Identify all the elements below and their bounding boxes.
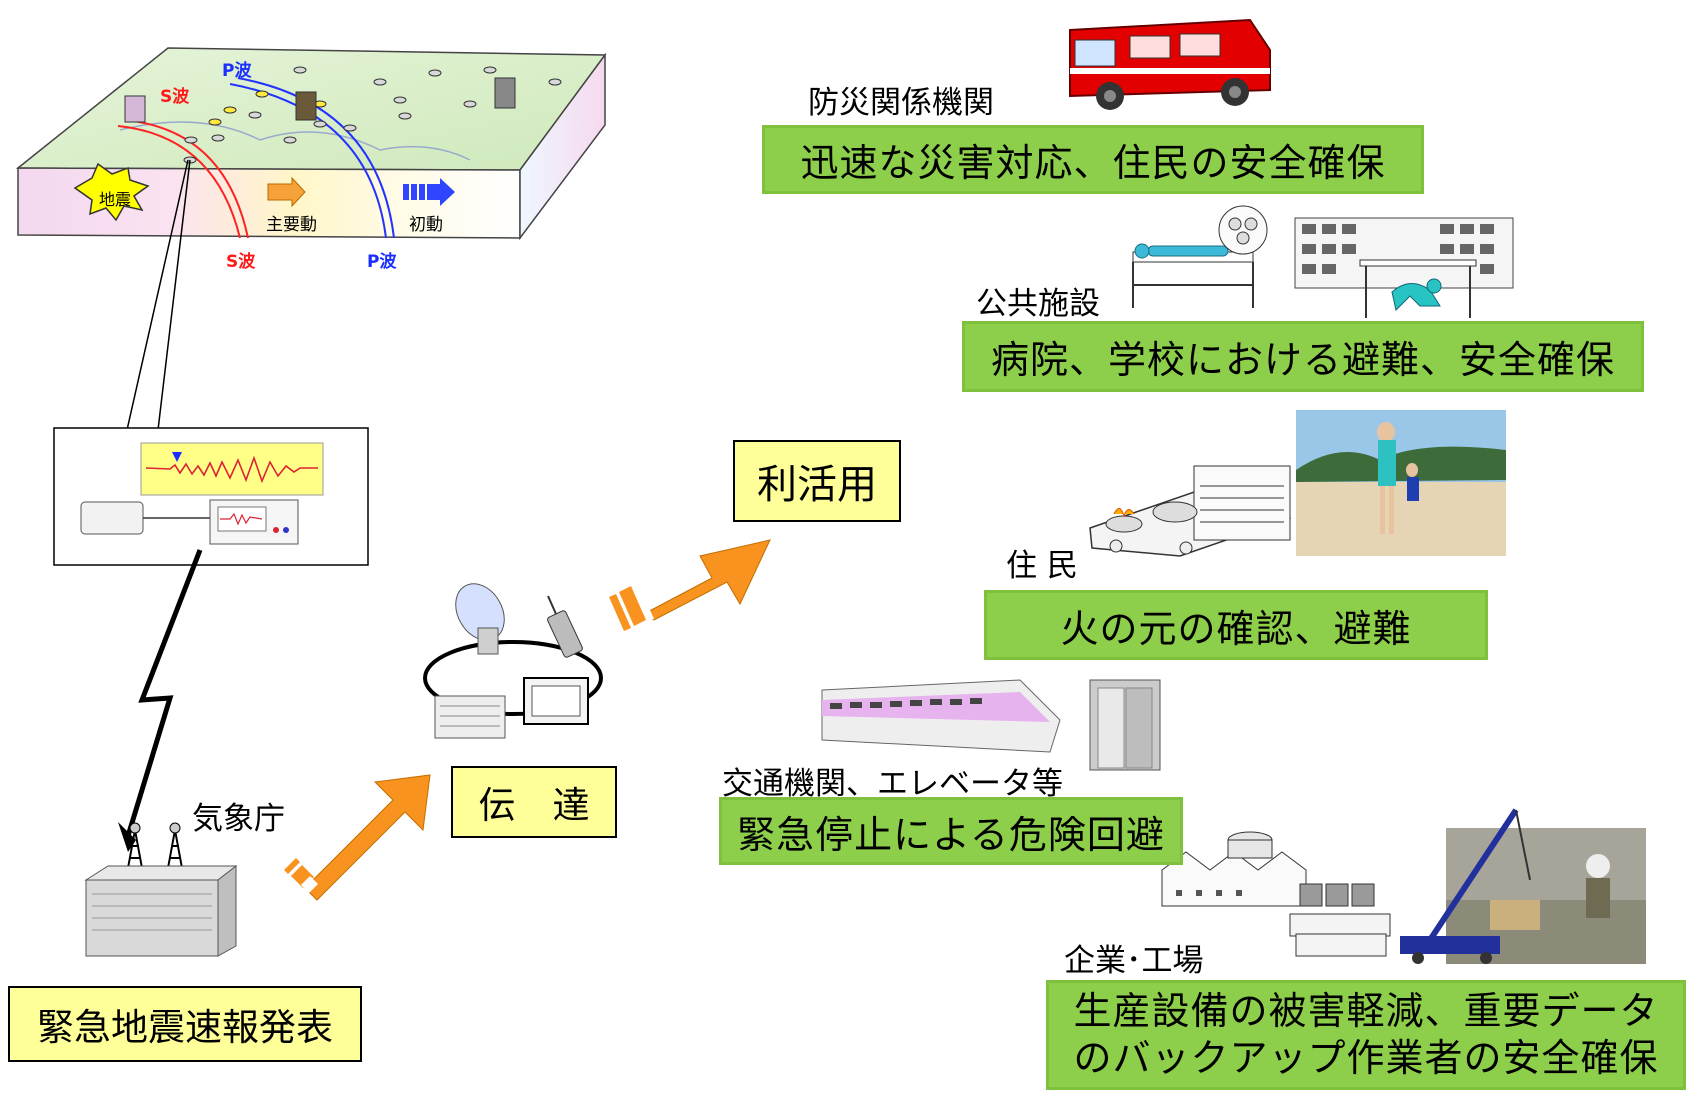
action-companies-factories: 生産設備の被害軽減、重要データ のバックアップ作業者の安全確保 (1046, 980, 1686, 1090)
transmission-box: 伝 達 (451, 766, 617, 838)
school-building-icon (1294, 217, 1514, 318)
construction-crane-photo-icon (1400, 808, 1646, 964)
gas-stove-icon (1089, 465, 1292, 557)
satellite-dish-icon (455, 583, 505, 655)
category-companies-factories: 企業･工場 (1064, 943, 1204, 979)
elevator-icon (1089, 679, 1161, 771)
p-wave-label-top: P波 (222, 61, 252, 81)
main-motion-arrow (267, 176, 306, 208)
server-icon (434, 695, 506, 739)
bullet-train-icon (821, 679, 1061, 753)
computers-icon (1289, 883, 1391, 957)
action-companies-line1: 生産設備の被害軽減、重要データ (1073, 988, 1659, 1033)
arrow-to-utilization (609, 539, 771, 631)
s-wave-label-bottom: S波 (226, 252, 256, 272)
category-residents: 住 民 (1006, 548, 1078, 584)
seismometer-markers (183, 66, 562, 164)
fire-engine-icon (1069, 18, 1271, 110)
s-wave-front (124, 119, 249, 239)
category-disaster-agencies: 防災関係機関 (808, 85, 994, 121)
category-transport-elevators: 交通機関、エレベータ等 (722, 766, 1063, 802)
earthquake-burst-icon (73, 162, 150, 222)
category-public-facilities: 公共施設 (976, 286, 1100, 322)
hospital-bed-icon (1132, 205, 1268, 308)
factory-icon (1161, 831, 1307, 907)
earthquake-label: 地震 (99, 190, 132, 209)
action-residents: 火の元の確認、避難 (984, 590, 1488, 660)
action-disaster-agencies: 迅速な災害対応、住民の安全確保 (762, 125, 1424, 194)
utilization-box: 利活用 (733, 440, 901, 522)
initial-motion-label: 初動 (409, 215, 443, 235)
p-wave-label-bottom: P波 (367, 252, 397, 272)
mobile-phone-icon (547, 595, 583, 658)
monitor-icon (523, 677, 589, 725)
eew-release-box: 緊急地震速報発表 (8, 986, 362, 1062)
jma-label: 気象庁 (192, 801, 285, 837)
s-wave-label-top: S波 (160, 87, 190, 107)
seismogram-display (140, 442, 324, 496)
action-companies-line2: のバックアップ作業者の安全確保 (1073, 1036, 1659, 1080)
main-motion-label: 主要動 (266, 215, 317, 235)
action-public-facilities: 病院、学校における避難、安全確保 (962, 321, 1644, 392)
initial-motion-arrow (403, 178, 455, 206)
action-transport-elevators: 緊急停止による危険回避 (719, 797, 1183, 865)
arrow-to-transmission (284, 774, 431, 901)
beach-photo-icon (1296, 410, 1506, 556)
building-icon (124, 95, 146, 123)
